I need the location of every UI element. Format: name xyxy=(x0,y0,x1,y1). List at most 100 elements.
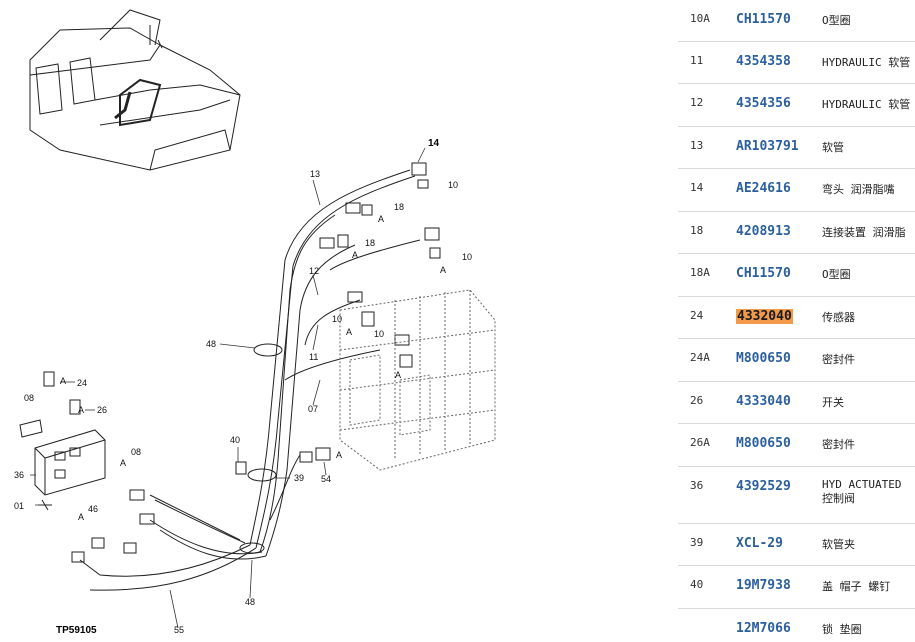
table-row[interactable]: 24 4332040 传感器 xyxy=(678,297,915,339)
part-description: O型圈 xyxy=(822,268,851,281)
ref-number: 24A xyxy=(690,351,710,364)
part-description: HYDRAULIC 软管 xyxy=(822,98,911,111)
part-description: O型圈 xyxy=(822,14,851,27)
table-row[interactable]: 18A CH11570 O型圈 xyxy=(678,254,915,297)
ref-number: 40 xyxy=(690,578,704,591)
part-number-link[interactable]: AR103791 xyxy=(736,139,799,154)
section-a-label: A xyxy=(78,512,84,522)
section-a-label: A xyxy=(78,405,84,415)
ref-number: 18A xyxy=(690,266,710,279)
part-description: HYD ACTUATED 控制阀 xyxy=(822,478,902,505)
callout-label: 54 xyxy=(321,474,331,484)
section-a-label: A xyxy=(346,327,352,337)
figure-id: TP59105 xyxy=(56,625,97,636)
part-number-link[interactable]: 4208913 xyxy=(736,224,791,239)
callout-label: 10 xyxy=(462,252,472,262)
pilot-valve-block xyxy=(19,419,106,511)
clamp-bottom xyxy=(239,542,265,554)
part-number-link[interactable]: CH11570 xyxy=(736,266,791,281)
callout-label: 13 xyxy=(310,169,320,179)
part-number-link[interactable]: M800650 xyxy=(736,436,791,451)
callout-label: 48 xyxy=(206,339,216,349)
callout-label: 26 xyxy=(97,405,107,415)
part-number-link[interactable]: M800650 xyxy=(736,351,791,366)
table-row[interactable]: 12 4354356 HYDRAULIC 软管 xyxy=(678,84,915,127)
callout-label: 08 xyxy=(131,447,141,457)
callout-label: 39 xyxy=(294,473,304,483)
part-description: 传感器 xyxy=(822,311,855,324)
callout-label: 46 xyxy=(88,504,98,514)
callout-label: 18 xyxy=(365,238,375,248)
callout-label: 11 xyxy=(309,352,318,362)
table-row[interactable]: 39 XCL-29 软管夹 xyxy=(678,524,915,566)
ref-number: 14 xyxy=(690,181,704,194)
part-number-link[interactable]: 4354356 xyxy=(736,96,791,111)
table-row[interactable]: 36 4392529 HYD ACTUATED 控制阀 xyxy=(678,467,915,524)
part-number-link[interactable]: 12M7066 xyxy=(736,621,791,636)
ref-number: 24 xyxy=(690,309,704,322)
ref-number: 36 xyxy=(690,479,704,492)
part-description: 软管 xyxy=(822,141,844,154)
callout-label: 12 xyxy=(309,266,319,276)
callout-label: 55 xyxy=(174,625,184,635)
clamp-lower xyxy=(247,468,277,482)
part-number-link[interactable]: 4332040 xyxy=(736,309,793,324)
part-description: 盖 帽子 螺钉 xyxy=(822,580,891,593)
section-a-label: A xyxy=(395,370,401,380)
leader-lines xyxy=(30,147,426,629)
ref-number: 39 xyxy=(690,536,704,549)
callout-label: 18 xyxy=(394,202,404,212)
clamp-upper xyxy=(253,343,283,357)
ref-number: 10A xyxy=(690,12,710,25)
callout-label: 07 xyxy=(308,404,318,414)
table-row[interactable]: 24A M800650 密封件 xyxy=(678,339,915,382)
part-number-link[interactable]: 4354358 xyxy=(736,54,791,69)
control-valve xyxy=(339,289,496,471)
section-a-label: A xyxy=(378,214,384,224)
callout-label: 36 xyxy=(14,470,24,480)
table-row[interactable]: 26A M800650 密封件 xyxy=(678,424,915,467)
table-row[interactable]: 26 4333040 开关 xyxy=(678,382,915,424)
section-a-label: A xyxy=(120,458,126,468)
ref-number: 12 xyxy=(690,96,704,109)
table-row[interactable]: 11 4354358 HYDRAULIC 软管 xyxy=(678,42,915,84)
part-number-link[interactable]: AE24616 xyxy=(736,181,791,196)
ref-number: 13 xyxy=(690,139,704,152)
part-description: 连接装置 润滑脂 xyxy=(822,226,906,239)
table-row[interactable]: 10A CH11570 O型圈 xyxy=(678,0,915,42)
part-number-link[interactable]: CH11570 xyxy=(736,12,791,27)
table-row[interactable]: 40 19M7938 盖 帽子 螺钉 xyxy=(678,566,915,609)
ref-number: 26 xyxy=(690,394,704,407)
callout-label: 40 xyxy=(230,435,240,445)
table-row[interactable]: 12M7066 锁 垫圈 xyxy=(678,609,915,642)
part-description: 密封件 xyxy=(822,438,855,451)
part-description: 软管夹 xyxy=(822,538,855,551)
part-number-link[interactable]: XCL-29 xyxy=(736,536,783,551)
section-a-label: A xyxy=(60,376,66,386)
part-description: 锁 垫圈 xyxy=(822,623,862,636)
callout-label: 24 xyxy=(77,378,87,388)
ref-number: 11 xyxy=(690,54,704,67)
callout-label: 48 xyxy=(245,597,255,607)
ref-number: 26A xyxy=(690,436,710,449)
part-number-link[interactable]: 19M7938 xyxy=(736,578,791,593)
part-number-link[interactable]: 4333040 xyxy=(736,394,791,409)
callout-label: 10 xyxy=(448,180,458,190)
table-row[interactable]: 13 AR103791 软管 xyxy=(678,127,915,169)
part-description: 密封件 xyxy=(822,353,855,366)
part-description: 开关 xyxy=(822,396,844,409)
hose-bundle xyxy=(79,169,421,591)
part-number-link[interactable]: 4392529 xyxy=(736,479,791,494)
section-a-label: A xyxy=(352,250,358,260)
section-a-label: A xyxy=(336,450,342,460)
callout-label: 10 xyxy=(374,329,384,339)
part-description: HYDRAULIC 软管 xyxy=(822,56,911,69)
callout-label: 01 xyxy=(14,501,24,511)
callout-label: 14 xyxy=(428,138,440,149)
